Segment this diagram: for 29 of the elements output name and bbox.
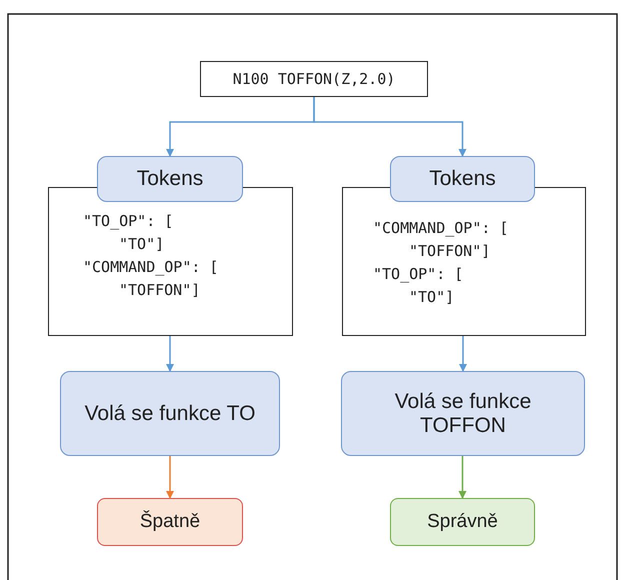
command-box [200,61,428,97]
result-box [390,498,535,546]
code-line: "TO_OP": [ [83,211,174,232]
arrow [166,456,174,499]
code-line: "TOFFON"] [409,241,490,262]
node-label: Špatně [138,511,202,533]
arrow [166,336,174,372]
arrow [313,97,466,157]
arrow [459,336,467,372]
code-line: "COMMAND_OP": [ [83,257,218,278]
process-box [60,371,280,456]
node-label: N100 TOFFON(Z,2.0) [232,70,396,88]
code-line: "TO"] [409,287,454,308]
node-label: Tokens [136,167,204,191]
result-box [97,498,243,546]
process-box [341,371,585,456]
code-line: "TOFFON"] [119,280,200,301]
node-label: Tokens [428,167,497,191]
code-box [342,187,586,336]
code-line: "COMMAND_OP": [ [373,218,508,239]
heading-box [97,156,243,202]
code-line: "TO"] [119,234,164,255]
node-label: Volá se funkce TO [84,402,256,426]
heading-box [390,156,535,202]
code-box [48,187,293,336]
arrow [458,456,466,499]
node-label: Správně [426,511,499,533]
node-label: Volá se funkce TOFFON [394,390,532,438]
code-line: "TO_OP": [ [373,264,464,285]
